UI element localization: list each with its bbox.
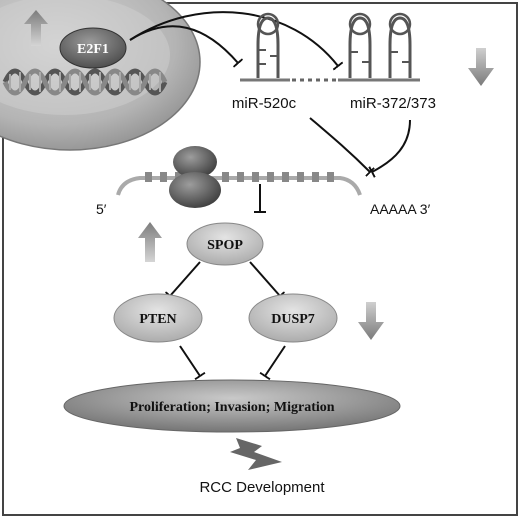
- mir520c-to-mrna-inhibition: [309, 117, 375, 177]
- pten-node: PTEN: [113, 293, 203, 343]
- e2f1-node: E2F1: [59, 27, 127, 69]
- ribosome-icon: [169, 146, 221, 208]
- dusp7-to-outcome-inhibition: [259, 345, 286, 381]
- mir-down-arrow-icon: [468, 48, 494, 86]
- mir372-373-label: miR-372/373: [350, 95, 436, 112]
- lightning-bolt-icon: [230, 438, 282, 470]
- e2f1-to-mir372-inhibition: [129, 11, 344, 71]
- pten-to-outcome-inhibition: [179, 345, 206, 381]
- dusp7-node: DUSP7: [248, 293, 338, 343]
- spop-node: SPOP: [186, 222, 264, 266]
- mir372-to-mrna-inhibition: [368, 119, 411, 178]
- spop-to-dusp7-inhibition: [249, 261, 286, 301]
- outcome-label: Proliferation; Invasion; Migration: [129, 400, 334, 415]
- dna-helix-icon: [2, 68, 168, 96]
- spop-to-pten-inhibition: [164, 261, 201, 301]
- mrna-strand: [116, 172, 362, 196]
- e2f1-label: E2F1: [77, 42, 109, 57]
- mir373-hairpin-icon: [388, 12, 412, 78]
- polya-tail-label: AAAAA 3′: [370, 201, 431, 217]
- five-prime-label: 5′: [96, 201, 107, 217]
- e2f1-up-arrow-icon: [24, 10, 48, 46]
- spop-up-arrow-icon: [138, 222, 162, 262]
- dusp7-label: DUSP7: [271, 312, 315, 327]
- pten-label: PTEN: [139, 312, 176, 327]
- pten-dusp7-down-arrow-icon: [358, 302, 384, 340]
- mir520c-hairpin-icon: [256, 12, 280, 78]
- mir520c-label: miR-520c: [232, 95, 297, 112]
- outcome-node: Proliferation; Invasion; Migration: [63, 379, 401, 433]
- rcc-development-label: RCC Development: [199, 479, 325, 496]
- spop-label: SPOP: [207, 238, 243, 253]
- mir372-hairpin-icon: [348, 12, 372, 78]
